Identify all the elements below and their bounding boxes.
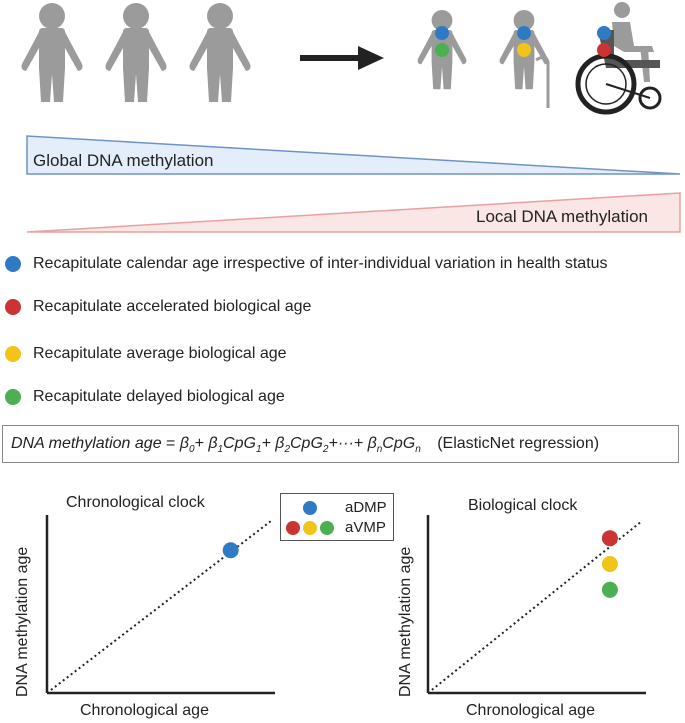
data-point-green: [601, 581, 618, 598]
blue-dot: [597, 26, 611, 40]
yellow-dot: [517, 43, 531, 57]
person-silhouette-icon: [105, 3, 167, 102]
data-point-yellow: [601, 556, 618, 572]
legend-item-average: Recapitulate average biological age: [33, 345, 287, 362]
yellow-dot: [5, 346, 21, 362]
walking-cane-icon: [535, 55, 550, 108]
local-methylation-wedge: [26, 192, 681, 233]
person-silhouette-icon: [189, 3, 251, 102]
admp-dot: [303, 501, 317, 515]
formula-b2: + β: [261, 435, 285, 452]
blue-dot: [5, 256, 21, 272]
formula-cpgn: CpG: [382, 435, 416, 452]
data-point-blue: [222, 542, 239, 559]
biological-clock-chart: [426, 515, 646, 695]
formula-cpgn-sub: n: [415, 444, 421, 456]
data-point-red: [601, 530, 618, 547]
aging-illustration: [21, 2, 662, 115]
person-silhouette-icon: [21, 3, 83, 102]
chronological-clock-ylabel: DNA methylation age: [14, 546, 31, 697]
formula-cpg2-sub: 2: [322, 444, 329, 456]
formula-lhs: DNA methylation age: [11, 435, 162, 452]
legend-item-calendar-age: Recapitulate calendar age irrespective o…: [33, 255, 608, 272]
chronological-clock-chart: [45, 515, 275, 695]
chronological-clock-xlabel: Chronological age: [80, 702, 209, 719]
red-dot: [5, 299, 21, 315]
right-arrow-icon: [300, 46, 384, 70]
formula-b0-sub: 0: [188, 444, 195, 456]
biological-clock-ylabel: DNA methylation age: [397, 546, 414, 697]
reference-diagonal: [427, 520, 643, 694]
global-methylation-wedge: [26, 135, 681, 175]
red-dot: [597, 43, 611, 57]
blue-dot: [517, 26, 531, 40]
blue-dot: [435, 26, 449, 40]
formula-cpg1: CpG: [223, 435, 256, 452]
chronological-clock-title: Chronological clock: [66, 494, 205, 511]
chart-legend: aDMP aVMP: [280, 493, 394, 541]
avmp-red-dot: [286, 521, 300, 535]
formula-b0: β: [179, 435, 189, 452]
wheelchair-icon: [575, 2, 662, 115]
biological-clock-title: Biological clock: [468, 497, 578, 514]
formula-eq: =: [161, 435, 180, 452]
formula-box: DNA methylation age = β0+ β1CpG1+ β2CpG2…: [2, 425, 679, 463]
formula-method: (ElasticNet regression): [437, 435, 600, 452]
avmp-yellow-dot: [303, 521, 317, 535]
legend-item-accelerated: Recapitulate accelerated biological age: [33, 298, 312, 315]
formula-b1: + β: [194, 435, 218, 452]
green-dot: [5, 389, 21, 405]
formula-b1-sub: 1: [217, 444, 224, 456]
biological-clock-xlabel: Chronological age: [466, 702, 595, 719]
avmp-green-dot: [320, 521, 334, 535]
formula-bn-sub: n: [376, 444, 383, 456]
methylation-gradients: [26, 135, 681, 233]
formula-b2-sub: 2: [284, 444, 290, 456]
formula-dots: +···+ β: [328, 435, 377, 452]
avmp-label: aVMP: [345, 519, 386, 536]
global-methylation-label: Global DNA methylation: [33, 151, 214, 170]
admp-label: aDMP: [345, 499, 387, 516]
local-methylation-label: Local DNA methylation: [476, 207, 648, 226]
formula-cpg2: CpG: [290, 435, 323, 452]
formula-cpg1-sub: 1: [255, 444, 262, 456]
methylation-age-formula: DNA methylation age = β0+ β1CpG1+ β2CpG2…: [11, 435, 599, 455]
legend-item-delayed: Recapitulate delayed biological age: [33, 388, 285, 405]
green-dot: [435, 43, 449, 57]
